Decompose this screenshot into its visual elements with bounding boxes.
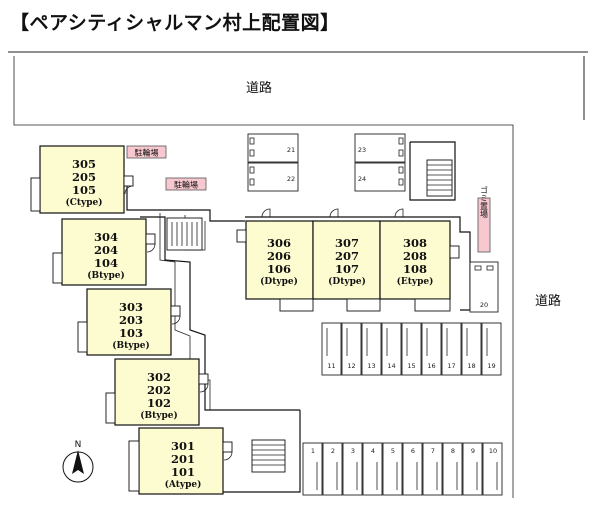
svg-text:7: 7 bbox=[431, 447, 435, 455]
svg-text:22: 22 bbox=[287, 175, 295, 183]
svg-text:4: 4 bbox=[371, 447, 375, 455]
svg-text:1: 1 bbox=[311, 447, 315, 455]
svg-text:9: 9 bbox=[471, 447, 475, 455]
svg-text:17: 17 bbox=[447, 362, 455, 370]
unit-308: 308 208 108 (Etype) bbox=[379, 220, 460, 312]
svg-text:12: 12 bbox=[347, 362, 355, 370]
svg-text:11: 11 bbox=[327, 362, 335, 370]
svg-text:(Btype): (Btype) bbox=[112, 340, 150, 351]
compass-north-label: N bbox=[75, 440, 82, 450]
svg-text:(Etype): (Etype) bbox=[397, 276, 434, 287]
svg-text:301: 301 bbox=[171, 439, 195, 453]
unit-304: 304 204 104 (Btype) bbox=[52, 218, 156, 286]
svg-text:5: 5 bbox=[391, 447, 395, 455]
bike-parking-2: 駐輪場 bbox=[165, 177, 207, 191]
door-arc bbox=[394, 208, 404, 218]
svg-text:(Ctype): (Ctype) bbox=[65, 197, 102, 208]
svg-text:(Dtype): (Dtype) bbox=[328, 276, 366, 287]
svg-text:20: 20 bbox=[480, 301, 488, 309]
svg-text:23: 23 bbox=[358, 146, 366, 154]
svg-text:107: 107 bbox=[335, 262, 359, 276]
svg-text:205: 205 bbox=[72, 170, 96, 184]
svg-text:308: 308 bbox=[403, 236, 427, 250]
svg-text:19: 19 bbox=[487, 362, 495, 370]
parking-group-23-24: 23 24 bbox=[354, 133, 406, 192]
svg-text:105: 105 bbox=[72, 183, 96, 197]
bike-parking-1: 駐輪場 bbox=[126, 145, 167, 159]
parking-row-middle: 11 12 13 14 15 16 17 18 19 bbox=[321, 322, 502, 376]
door-arc bbox=[124, 185, 134, 195]
svg-text:16: 16 bbox=[427, 362, 435, 370]
unit-307: 307 207 107 (Dtype) bbox=[312, 220, 381, 312]
svg-text:18: 18 bbox=[467, 362, 475, 370]
corridor-upper bbox=[126, 184, 245, 222]
svg-text:303: 303 bbox=[119, 300, 143, 314]
svg-text:206: 206 bbox=[267, 249, 291, 263]
svg-text:201: 201 bbox=[171, 452, 195, 466]
unit-303: 303 203 103 (Btype) bbox=[77, 288, 181, 356]
svg-text:13: 13 bbox=[367, 362, 375, 370]
svg-text:6: 6 bbox=[411, 447, 415, 455]
compass-icon: N bbox=[62, 440, 94, 483]
unit-306: 306 206 106 (Dtype) bbox=[236, 220, 314, 312]
svg-text:104: 104 bbox=[94, 256, 118, 270]
east-corridor bbox=[245, 216, 471, 311]
svg-text:108: 108 bbox=[403, 262, 427, 276]
corridor-lower bbox=[205, 410, 301, 493]
svg-text:101: 101 bbox=[171, 465, 195, 479]
door-arc bbox=[329, 208, 339, 218]
door-arc bbox=[146, 243, 156, 253]
svg-text:203: 203 bbox=[119, 313, 143, 327]
svg-text:ゴミ置場: ゴミ置場 bbox=[480, 185, 489, 219]
page-title: 【ペアシティシャルマン村上配置図】 bbox=[10, 12, 340, 34]
stairs-east bbox=[426, 159, 453, 197]
svg-text:(Dtype): (Dtype) bbox=[260, 276, 298, 287]
stairs-center bbox=[166, 217, 203, 251]
svg-text:3: 3 bbox=[351, 447, 355, 455]
svg-text:204: 204 bbox=[94, 243, 118, 257]
svg-text:202: 202 bbox=[147, 383, 171, 397]
svg-text:305: 305 bbox=[72, 157, 96, 171]
garbage-area: ゴミ置場 bbox=[477, 185, 491, 253]
svg-text:15: 15 bbox=[407, 362, 415, 370]
stair-east-outline bbox=[409, 141, 456, 201]
svg-text:103: 103 bbox=[119, 326, 143, 340]
unit-302: 302 202 102 (Btype) bbox=[105, 358, 209, 426]
svg-text:(Btype): (Btype) bbox=[87, 270, 125, 281]
svg-text:駐輪場: 駐輪場 bbox=[174, 180, 198, 190]
unit-305: 305 205 105 (Ctype) bbox=[30, 145, 134, 214]
unit-301: 301 201 101 (Atype) bbox=[128, 427, 233, 495]
svg-text:208: 208 bbox=[403, 249, 427, 263]
door-arc bbox=[199, 383, 209, 393]
svg-text:21: 21 bbox=[287, 146, 295, 154]
svg-text:10: 10 bbox=[489, 447, 497, 455]
svg-text:(Atype): (Atype) bbox=[165, 479, 202, 490]
svg-text:106: 106 bbox=[267, 262, 291, 276]
svg-text:2: 2 bbox=[331, 447, 335, 455]
svg-text:306: 306 bbox=[267, 236, 291, 250]
svg-text:307: 307 bbox=[335, 236, 359, 250]
site-boundary bbox=[13, 56, 514, 498]
svg-text:24: 24 bbox=[358, 175, 366, 183]
svg-text:駐輪場: 駐輪場 bbox=[135, 148, 159, 158]
svg-text:8: 8 bbox=[451, 447, 455, 455]
road-label-right: 道路 bbox=[535, 293, 561, 309]
svg-text:207: 207 bbox=[335, 249, 359, 263]
parking-row-bottom: 1 2 3 4 5 6 7 8 9 10 bbox=[302, 442, 503, 496]
svg-text:14: 14 bbox=[387, 362, 395, 370]
road-label-top: 道路 bbox=[246, 80, 272, 96]
door-arc bbox=[223, 451, 233, 461]
parking-group-21-22: 21 22 bbox=[247, 133, 299, 192]
parking-space-20: 20 bbox=[469, 261, 499, 313]
svg-text:(Btype): (Btype) bbox=[140, 410, 178, 421]
svg-text:302: 302 bbox=[147, 370, 171, 384]
door-arc bbox=[261, 208, 271, 218]
stairs-south bbox=[251, 439, 286, 473]
svg-text:304: 304 bbox=[94, 230, 118, 244]
svg-text:102: 102 bbox=[147, 396, 171, 410]
corridor-path bbox=[140, 216, 300, 411]
door-arc bbox=[171, 315, 181, 325]
